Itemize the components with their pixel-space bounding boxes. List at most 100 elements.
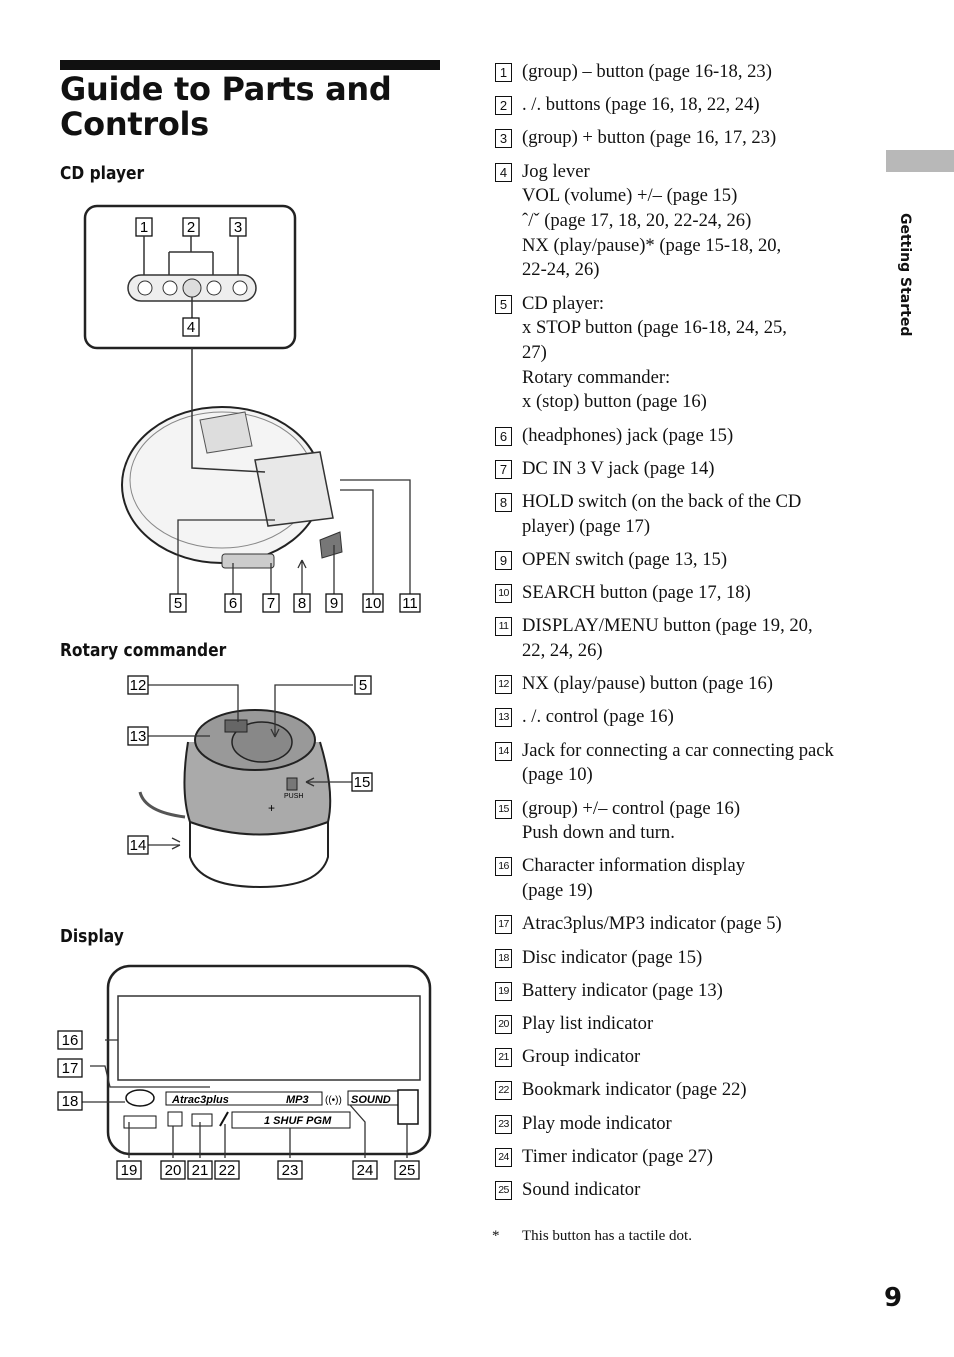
- svg-text:14: 14: [130, 837, 147, 854]
- item-number-box: 12: [495, 675, 512, 695]
- group-control: [286, 777, 298, 791]
- display-figure: Atrac3plus MP3 ((•)) SOUND 1 SHUF PGM 16…: [57, 964, 432, 1180]
- svg-text:18: 18: [62, 1093, 79, 1110]
- item-number-box: 19: [495, 981, 512, 1001]
- callout-number: 1: [140, 219, 148, 236]
- item-text-line: 27): [522, 342, 547, 364]
- svg-text:11: 11: [402, 595, 418, 612]
- callout-21: 21: [187, 1160, 213, 1180]
- title-rule: [60, 60, 440, 70]
- item-text-line: DISPLAY/MENU button (page 19, 20,: [522, 615, 813, 637]
- svg-text:13: 13: [130, 728, 147, 745]
- svg-text:21: 21: [192, 1162, 209, 1179]
- svg-text:1 SHUF PGM: 1 SHUF PGM: [264, 1115, 332, 1127]
- cd-player-figure: 1 2 3 4 5 6 7 8 9 10 11: [83, 204, 421, 613]
- rotary-commander-figure: PUSH + 12 13 14 15 5: [127, 675, 373, 889]
- item-number-box: 9: [495, 550, 512, 570]
- item-text-line: Group indicator: [522, 1046, 641, 1068]
- callout-10: 10: [362, 593, 384, 613]
- callout-14: 14: [127, 835, 149, 855]
- item-number-box: 2: [495, 96, 512, 116]
- item-text-line: (group) +/– control (page 16): [522, 797, 741, 819]
- svg-text:24: 24: [357, 1162, 374, 1179]
- svg-text:6: 6: [229, 595, 237, 612]
- item-text-line: Atrac3plus/MP3 indicator (page 5): [522, 913, 782, 935]
- item-text-line: Play list indicator: [522, 1013, 654, 1034]
- item-text-line: CD player:: [522, 292, 605, 314]
- callout-9: 9: [325, 593, 343, 613]
- page-title: Guide to Parts and Controls: [60, 70, 392, 143]
- svg-text:+: +: [268, 801, 275, 815]
- section-heading-rotary-commander: Rotary commander: [60, 640, 227, 661]
- item-text-line: 22-24, 26): [522, 259, 600, 281]
- item-text-line: . /. buttons (page 16, 18, 22, 24): [522, 94, 760, 116]
- item-number-box: 18: [495, 948, 512, 968]
- front-control-panel: [254, 451, 334, 527]
- group-plus-button-icon: [232, 280, 248, 296]
- svg-text:8: 8: [298, 595, 306, 612]
- item-text-line: HOLD switch (on the back of the CD: [522, 491, 802, 513]
- callout-20: 20: [160, 1160, 186, 1180]
- item-number-box: 17: [495, 915, 512, 935]
- list-item: 12 NX (play/pause) button (page 16): [495, 672, 880, 697]
- cable: [138, 791, 186, 819]
- group-indicator-icon: [191, 1113, 213, 1127]
- item-text-line: x (stop) button (page 16): [522, 391, 707, 413]
- svg-text:SOUND: SOUND: [351, 1094, 391, 1106]
- disc-indicator-icon: [125, 1089, 155, 1107]
- item-number-box: 8: [495, 493, 512, 513]
- list-item: 6(headphones) jack (page 15): [495, 424, 880, 449]
- svg-text:20: 20: [165, 1162, 182, 1179]
- item-text-line: VOL (volume) +/– (page 15): [522, 185, 738, 207]
- side-tab-label: Getting Started: [897, 213, 913, 337]
- item-text-line: Battery indicator (page 13): [522, 979, 723, 1001]
- item-text-line: (group) + button (page 16, 17, 23): [522, 127, 777, 149]
- item-number-box: 15: [495, 799, 512, 819]
- callout-4: 4: [182, 317, 200, 337]
- callout-24: 24: [352, 1160, 378, 1180]
- play-list-indicator-icon: [167, 1111, 183, 1127]
- item-number-box: 23: [495, 1114, 512, 1134]
- item-text-line: NX (play/pause)* (page 15-18, 20,: [522, 234, 782, 256]
- svg-text:16: 16: [62, 1032, 79, 1049]
- callout-18: 18: [57, 1091, 83, 1111]
- callout-7: 7: [262, 593, 280, 613]
- svg-text:10: 10: [365, 595, 382, 612]
- list-item: 3(group) + button (page 16, 17, 23): [495, 126, 880, 151]
- item-number-box: 20: [495, 1015, 512, 1034]
- callout-23: 23: [277, 1160, 303, 1180]
- item-text-line: DC IN 3 V jack (page 14): [522, 457, 715, 479]
- atrac-mp3-indicator: [165, 1091, 323, 1106]
- item-text-line: (page 19): [522, 880, 593, 902]
- item-text-line: Jog lever: [522, 160, 590, 182]
- svg-text:15: 15: [354, 774, 371, 791]
- svg-text:Atrac3plus: Atrac3plus: [171, 1094, 229, 1106]
- list-item: 19 Battery indicator (page 13): [495, 979, 880, 1004]
- callout-3: 3: [229, 217, 247, 237]
- item-number-box: 13: [495, 708, 512, 728]
- svg-text:12: 12: [130, 677, 147, 694]
- item-text-line: player) (page 17): [522, 515, 651, 537]
- callout-17: 17: [57, 1058, 83, 1078]
- bookmark-indicator-icon: [219, 1111, 229, 1127]
- callout-22: 22: [214, 1160, 240, 1180]
- svg-text:9: 9: [330, 595, 338, 612]
- play-mode-indicator: [231, 1111, 351, 1129]
- svg-text:5: 5: [359, 677, 367, 694]
- side-tab-marker: [886, 150, 954, 172]
- callout-number: 3: [234, 219, 242, 236]
- jack-panel: [221, 553, 275, 569]
- item-number-box: 10: [495, 584, 512, 604]
- item-text-line: Push down and turn.: [522, 822, 675, 844]
- item-text-line: NX (play/pause) button (page 16): [522, 673, 773, 695]
